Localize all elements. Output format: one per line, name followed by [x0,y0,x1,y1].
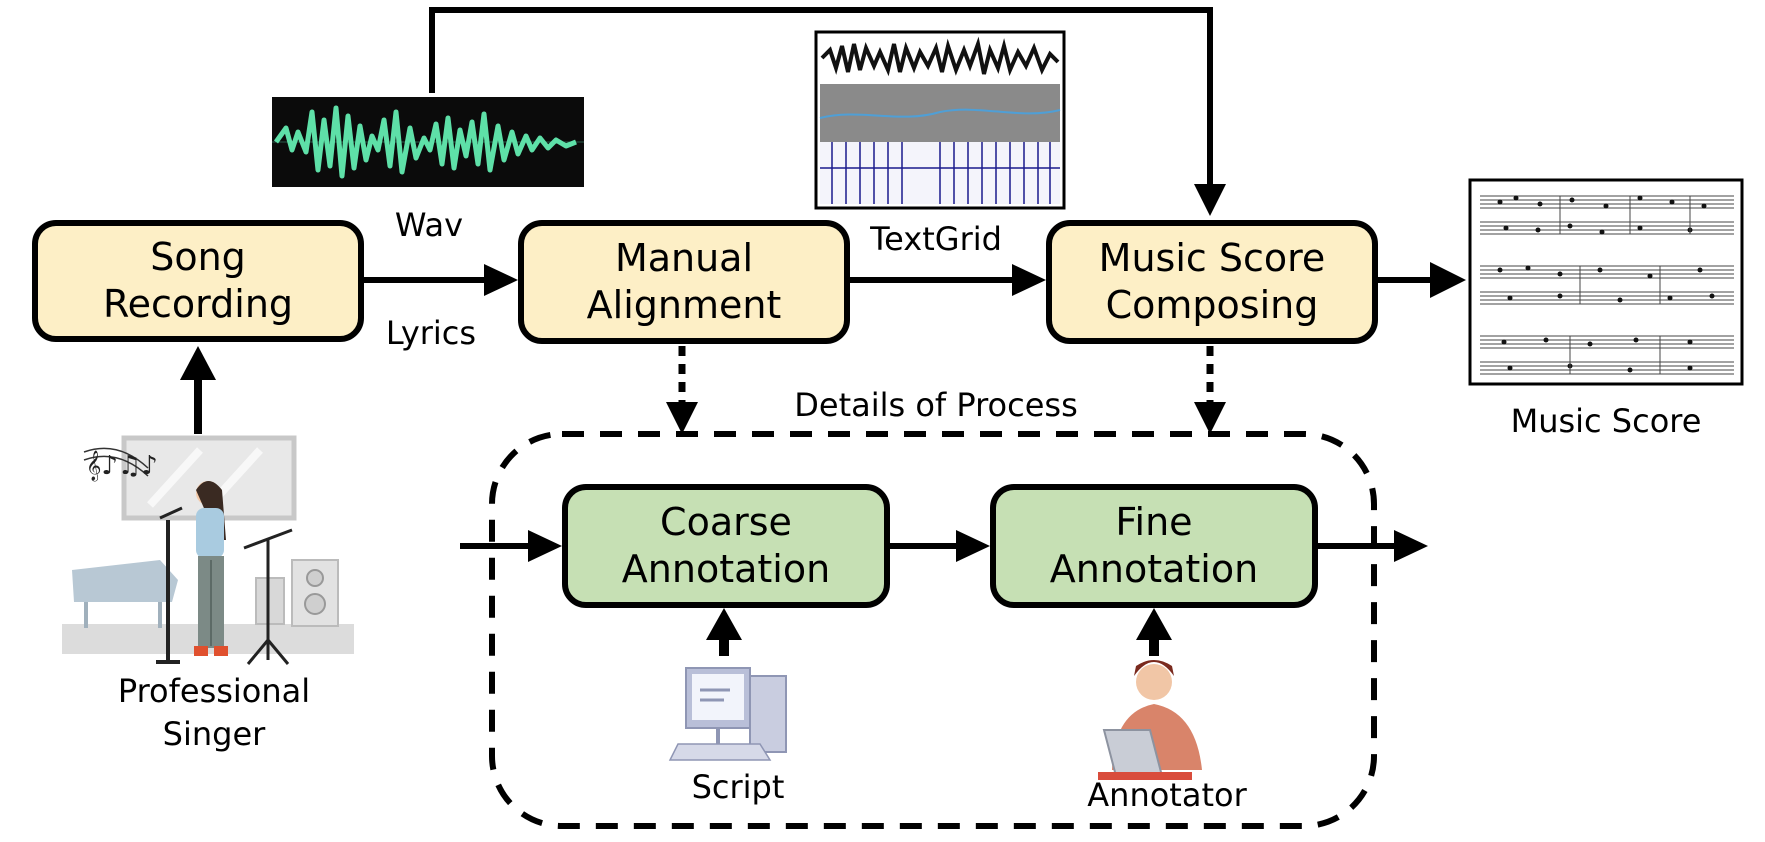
arrow-annotator-to-fine [1136,608,1172,656]
fine-annotation-box: Fine Annotation [990,484,1318,608]
desktop-computer-icon [668,667,787,761]
song-recording-box: Song Recording [32,220,364,342]
arrow-script-to-coarse [706,608,742,656]
music-score-composing-box: Music Score Composing [1046,220,1378,344]
singer-in-studio-illustration: 𝄞♪♫♪ [62,435,354,665]
arrow-into-coarse [460,530,562,562]
manual-alignment-label: Manual Alignment [586,235,782,328]
fine-annotation-label: Fine Annotation [1049,499,1259,592]
music-score-composing-label: Music Score Composing [1098,235,1326,328]
svg-text:𝄞♪♫♪: 𝄞♪♫♪ [86,450,158,482]
script-label: Script [691,768,785,806]
wav-bypass-arrow [429,7,1226,216]
person-with-laptop-icon [1098,660,1202,780]
dotted-arrow-composing-details [1194,346,1226,434]
coarse-annotation-box: Coarse Annotation [562,484,890,608]
arrow-alignment-to-composing [850,264,1046,296]
dotted-arrow-alignment-details [666,346,698,434]
textgrid-label: TextGrid [870,220,1002,258]
music-score-sheet-image [1468,178,1744,386]
music-score-label: Music Score [1510,402,1702,440]
details-of-process-label: Details of Process [776,384,1096,428]
professional-singer-label: Professional Singer [117,672,311,754]
coarse-annotation-label: Coarse Annotation [621,499,831,592]
arrow-coarse-to-fine [890,530,990,562]
arrow-singer-to-recording [180,346,216,434]
spectrogram-textgrid-image [814,30,1066,210]
arrow-composing-to-score [1378,262,1466,298]
lyrics-label: Lyrics [385,314,477,352]
wav-label: Wav [394,206,464,244]
arrow-out-of-fine [1318,530,1428,562]
waveform-image [272,97,584,187]
manual-alignment-box: Manual Alignment [518,220,850,344]
arrow-recording-to-alignment [364,264,518,296]
song-recording-label: Song Recording [102,234,294,327]
annotator-label: Annotator [1087,776,1247,814]
